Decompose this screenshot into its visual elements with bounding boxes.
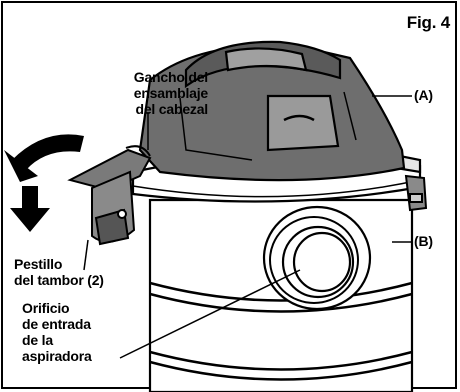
label-drum: (B) (414, 233, 433, 249)
vacuum-inlet (262, 205, 372, 311)
right-drum-latch (404, 174, 428, 212)
figure-title: Fig. 4 (406, 13, 450, 32)
label-powerhead: (A) (414, 87, 433, 103)
head-latch-hook-assembly (67, 145, 152, 246)
leader-lines (83, 95, 412, 359)
label-head-latch-hook: Gancho del ensamblaje del cabezal (133, 69, 208, 117)
powerhead (138, 40, 406, 182)
label-drum-latch: Pestillo del tambor (2) (14, 256, 104, 288)
down-arrow-icon (10, 186, 50, 232)
curved-arrow-icon (4, 134, 84, 182)
label-vacuum-inlet: Orificio de entrada de la aspiradora (22, 300, 92, 364)
